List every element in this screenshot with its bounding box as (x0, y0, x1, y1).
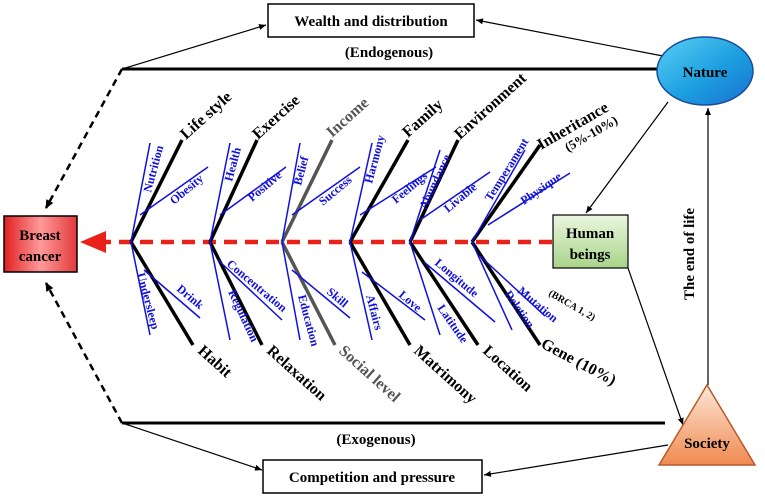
competition-arrow-in (121, 422, 263, 471)
nature-ellipse (656, 36, 754, 106)
bone-label: Social level (335, 342, 403, 406)
sub-cause-label: Love (396, 288, 425, 315)
competition-pressure-label: Competition and pressure (289, 470, 455, 486)
bone-label: Gene (10%) (538, 336, 619, 390)
sub-cause-label: Undersleep (134, 271, 163, 331)
breast-cancer-label-2: cancer (19, 249, 62, 265)
sub-cause-label: Success (316, 173, 355, 209)
bone-income: Income Belief Success (280, 94, 372, 243)
bone-label: Matrimony (410, 342, 479, 407)
wealth-distribution-box (267, 3, 475, 38)
bone-label: Life style (177, 88, 235, 143)
competition-arrow-from-society (483, 444, 669, 477)
wealth-arrow-in (121, 24, 267, 70)
sub-cause-label: Nutrition (140, 143, 166, 193)
bone-label: Habit (194, 342, 235, 381)
human-beings-box (552, 214, 629, 269)
sub-cause-label: Positive (245, 167, 285, 204)
bone-location: Location Latitude Longitude (408, 241, 536, 395)
competition-pressure-box (262, 459, 483, 494)
human-beings-label-1: Human (566, 226, 615, 242)
endogenous-label: (Endogenous) (345, 45, 433, 61)
sub-cause-label: Longitude (432, 256, 482, 301)
sub-cause-label: Education (295, 293, 322, 348)
bone-label: Income (323, 94, 372, 141)
wealth-distribution-label: Wealth and distribution (294, 14, 448, 30)
exogenous-label: (Exogenous) (336, 432, 415, 448)
nature-label: Nature (683, 65, 728, 81)
sub-cause-label: Harmony (361, 133, 387, 184)
bone-exercise: Exercise Health Positive (208, 92, 303, 243)
bone-label: Location (479, 342, 535, 395)
society-label: Society (684, 436, 730, 452)
nature-to-human-arrow (585, 101, 669, 214)
main-spine-arrowhead (80, 231, 106, 253)
sub-cause-label: Physique (518, 169, 565, 208)
wealth-arrow-from-nature (475, 18, 664, 57)
end-of-life-label: The end of life (682, 208, 698, 300)
bone-label: Relaxation (263, 342, 329, 404)
human-to-society-arrow (627, 267, 684, 426)
sub-cause-label: Livable (441, 179, 480, 215)
breast-cancer-box (3, 215, 78, 273)
bone-label: Exercise (249, 92, 303, 143)
bone-label: Environment (451, 69, 530, 143)
breast-cancer-label-1: Breast (19, 228, 60, 244)
sub-cause-label: Belief (290, 154, 311, 187)
endogenous-dashed-arrow (44, 68, 124, 209)
bone-label: Family (399, 96, 446, 141)
sub-cause-label: Drink (174, 282, 207, 313)
human-beings-label-2: beings (570, 247, 611, 263)
society-triangle (657, 383, 757, 466)
sub-cause-label: Skill (324, 285, 351, 311)
sub-cause-label: Obesity (167, 171, 206, 207)
exogenous-dashed-arrow (44, 282, 124, 424)
